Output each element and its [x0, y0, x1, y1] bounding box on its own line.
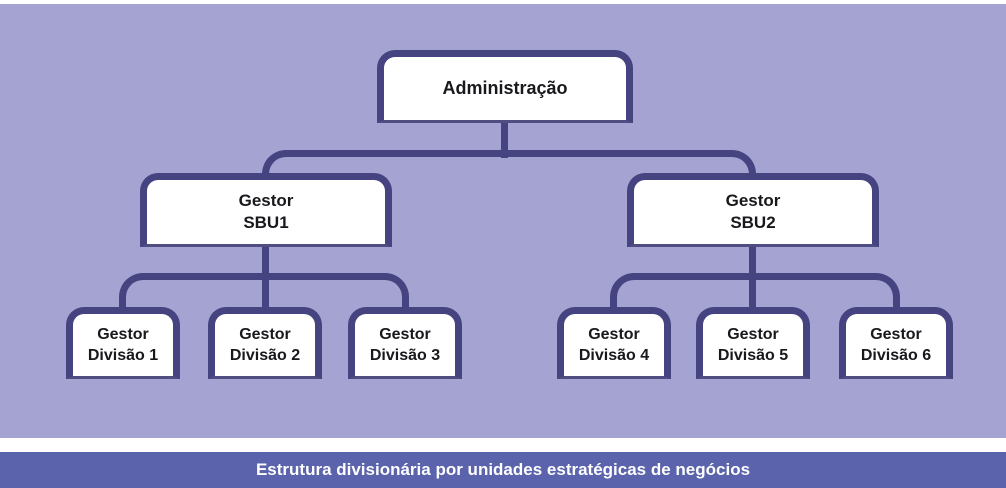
node-gestor-divisao-5: Gestor Divisão 5 [696, 307, 810, 379]
node-gestor-divisao-5-line1: Gestor [727, 326, 779, 343]
node-administracao-label: Administração [442, 78, 568, 98]
chart-panel: Administração Gestor SBU1 Gestor SBU2 Ge… [0, 4, 1006, 438]
node-gestor-divisao-4-line2: Divisão 4 [578, 347, 650, 364]
node-gestor-divisao-6: Gestor Divisão 6 [839, 307, 953, 379]
node-gestor-sbu2-line2: SBU2 [730, 213, 776, 232]
node-gestor-divisao-5-line2: Divisão 5 [717, 347, 789, 364]
connector-sbu2-to-divisions-arch [610, 273, 900, 310]
node-gestor-divisao-2-line2: Divisão 2 [229, 347, 301, 364]
node-gestor-divisao-3-line1: Gestor [379, 326, 431, 343]
node-gestor-divisao-6-line1: Gestor [870, 326, 922, 343]
node-gestor-sbu1: Gestor SBU1 [140, 173, 392, 247]
node-gestor-divisao-2-line1: Gestor [239, 326, 291, 343]
node-gestor-divisao-1: Gestor Divisão 1 [66, 307, 180, 379]
node-administracao: Administração [377, 50, 633, 123]
caption-bar: Estrutura divisionária por unidades estr… [0, 452, 1006, 488]
node-gestor-divisao-2: Gestor Divisão 2 [208, 307, 322, 379]
node-gestor-sbu1-line1: Gestor [238, 191, 294, 210]
node-gestor-divisao-4: Gestor Divisão 4 [557, 307, 671, 379]
node-gestor-divisao-1-line1: Gestor [97, 326, 149, 343]
node-gestor-divisao-4-line1: Gestor [588, 326, 640, 343]
connector-root-to-sbus-arch [262, 150, 756, 182]
node-gestor-sbu1-line2: SBU1 [243, 213, 289, 232]
figure-caption: Estrutura divisionária por unidades estr… [255, 460, 751, 479]
node-gestor-divisao-3-line2: Divisão 3 [369, 347, 441, 364]
node-gestor-divisao-3: Gestor Divisão 3 [348, 307, 462, 379]
node-gestor-sbu2: Gestor SBU2 [627, 173, 879, 247]
node-gestor-divisao-1-line2: Divisão 1 [87, 347, 159, 364]
connector-root-stem [501, 118, 508, 158]
connector-sbu1-to-divisions-arch [119, 273, 409, 310]
node-gestor-sbu2-line1: Gestor [725, 191, 781, 210]
node-gestor-divisao-6-line2: Divisão 6 [860, 347, 932, 364]
